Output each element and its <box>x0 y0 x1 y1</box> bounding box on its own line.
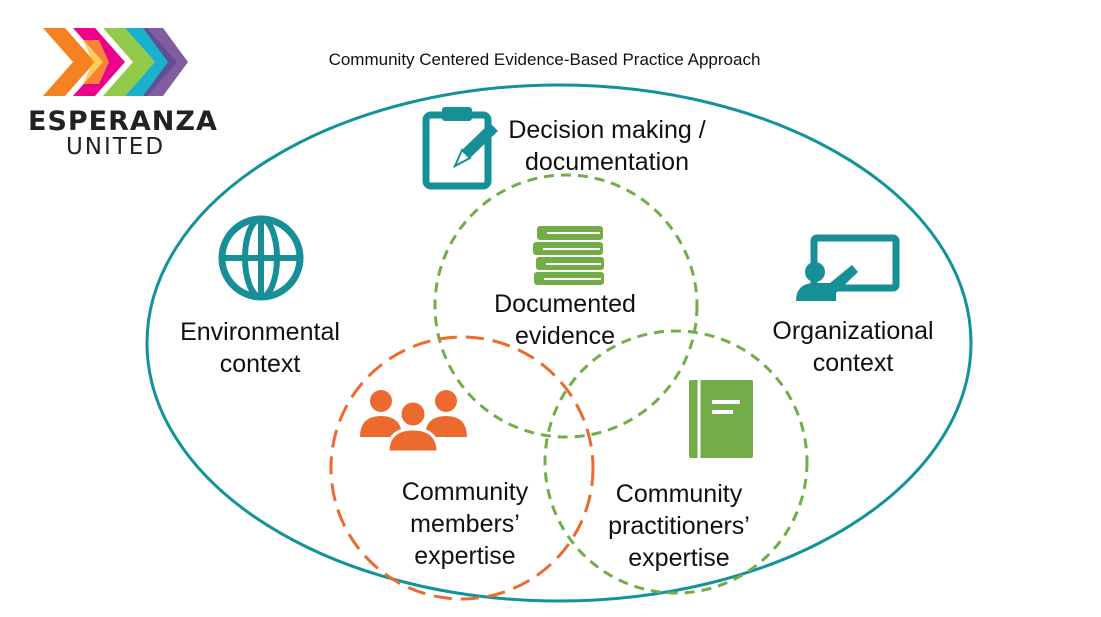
globe-icon <box>218 215 304 301</box>
documented-evidence-circle <box>433 173 699 439</box>
label-community-members-expertise: Community members’ expertise <box>401 478 529 570</box>
community-members-circle <box>329 335 595 601</box>
esperanza-united-logo: ESPERANZA UNITED <box>28 18 218 160</box>
community-practitioners-circle <box>543 329 809 595</box>
outer-context-ellipse <box>145 83 973 603</box>
label-environmental-context: Environmental context <box>180 318 340 378</box>
logo-word-united: UNITED <box>65 134 166 160</box>
label-community-practitioners-expertise: Community practitioners’ expertise <box>608 480 750 572</box>
diagram-title: Community Centered Evidence-Based Practi… <box>328 50 761 69</box>
logo-word-esperanza: ESPERANZA <box>28 106 218 137</box>
people-group-icon <box>360 390 467 454</box>
book-stack-icon <box>533 226 604 285</box>
label-decision-making: Decision making / documentation <box>508 116 706 176</box>
clipboard-pencil-icon <box>422 107 498 190</box>
label-organizational-context: Organizational context <box>772 317 934 377</box>
logo-mark-icon <box>43 28 188 96</box>
notebook-icon <box>689 380 753 458</box>
presentation-board-icon <box>796 234 900 301</box>
label-documented-evidence: Documented evidence <box>494 290 636 350</box>
